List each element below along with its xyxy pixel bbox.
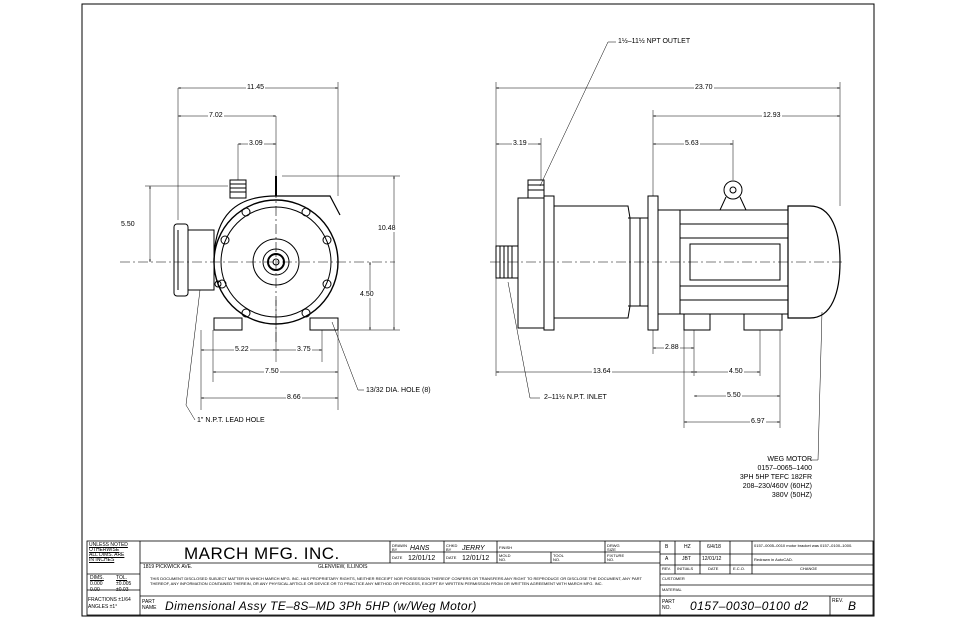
company-address: 1819 PICKWICK AVE. [143, 564, 193, 570]
border-frame [81, 3, 875, 617]
outlet-callout: 1½–11½ NPT OUTLET [618, 38, 691, 45]
drawn-by-label: DRAWN BY [392, 543, 407, 552]
company-city: GLENVIEW, ILLINOIS [318, 564, 368, 570]
dim-11-45: 11.45 [246, 84, 265, 91]
inlet-callout: 2–11½ N.P.T. INLET [544, 394, 607, 401]
title-block-lines [86, 540, 874, 616]
disclaimer: THIS DOCUMENT DISCLOSED SUBJECT MATTER I… [150, 576, 642, 586]
checked-date-label: DATE [446, 555, 457, 560]
dim-3-09: 3.09 [248, 140, 264, 147]
dim-5-50-side: 5.50 [726, 392, 742, 399]
rev-header: REV. [662, 566, 671, 571]
dim-5-50: 5.50 [121, 221, 135, 228]
part-name: Dimensional Assy TE–8S–MD 3Ph 5HP (w/Weg… [165, 599, 477, 613]
rev-label: REV. [832, 598, 844, 604]
customer-label: CUSTOMER [662, 576, 685, 581]
motor-line: 3PH 5HP TEFC 182FR [739, 474, 812, 481]
rev-b-initials: HZ [684, 544, 691, 550]
mold-label: MOLD NO. [499, 553, 511, 562]
rev-header: E.C.O. [733, 566, 746, 571]
tol-header-dims: DIMS. [90, 575, 104, 581]
dim-2-88: 2.88 [664, 344, 680, 351]
company-name: MARCH MFG. INC. [184, 544, 340, 563]
motor-callout: WEG MOTOR 0157–0065–1400 3PH 5HP TEFC 18… [700, 456, 812, 499]
drawn-by: HANS [410, 545, 430, 552]
rev-b: B [665, 544, 669, 550]
tol-row: 0.000 [90, 581, 103, 587]
dim-12-93: 12.93 [762, 112, 782, 119]
side-view [490, 179, 842, 331]
rev-header: CHANGE [800, 566, 818, 571]
tol-note: OTHERWISE [89, 547, 120, 553]
checked-date: 12/01/12 [462, 555, 490, 562]
tol-row: ±0.005 [116, 581, 132, 587]
dim-5-22: 5.22 [234, 346, 250, 353]
rev-b-date: 6/4/18 [707, 544, 721, 550]
tol-note: IN INCHES [89, 557, 115, 563]
motor-line: 380V (50HZ) [771, 492, 812, 499]
fixture-label: FIXTURE NO. [607, 553, 625, 562]
dim-13-64: 13.64 [592, 368, 612, 375]
rev-a-date: 12/01/12 [702, 556, 722, 562]
dim-3-19: 3.19 [512, 140, 528, 147]
rev-header: DATE [708, 566, 719, 571]
tol-note: ALL DIMS. ARE [89, 552, 125, 558]
dim-10-48: 10.48 [378, 225, 396, 232]
motor-line: WEG MOTOR [767, 456, 812, 463]
checked-by-label: CHKD BY [446, 543, 458, 552]
rev-a-change: Redrawn in AutoCAD. [754, 557, 793, 562]
rev-value: B [848, 599, 857, 613]
tol-header-tol: TOL. [116, 575, 128, 581]
part-no: 0157–0030–0100 d2 [690, 599, 809, 613]
dia-hole-callout: 13/32 DIA. HOLE (8) [366, 387, 431, 394]
dim-4-50-front: 4.50 [360, 291, 374, 298]
checked-by: JERRY [462, 545, 485, 552]
dim-7-50: 7.50 [264, 368, 280, 375]
drawn-date: 12/01/12 [408, 555, 436, 562]
tol-row: ±0.03 [116, 587, 129, 593]
dim-8-66: 8.66 [286, 394, 302, 401]
part-name-label: PART NAME [142, 599, 157, 611]
front-view [120, 170, 395, 345]
rev-b-change: 0157–0005–0010 motor bracket was 0157–01… [754, 543, 853, 548]
rev-a-initials: JBT [682, 556, 691, 562]
motor-line: 0157–0065–1400 [757, 465, 812, 472]
drwg-size-label: DRWG SIZE [607, 543, 620, 552]
tool-label: TOOL NO. [553, 553, 564, 562]
dim-7-02: 7.02 [208, 112, 224, 119]
fractions: FRACTIONS ±1/64 [88, 597, 131, 603]
material-label: MATERIAL [662, 587, 682, 592]
tolerance-notes: UNLESS NOTED OTHERWISE ALL DIMS. ARE IN … [89, 543, 139, 563]
dim-23-70: 23.70 [694, 84, 714, 91]
rev-header: INITIALS [677, 566, 694, 571]
drawn-date-label: DATE [392, 555, 403, 560]
finish-label: FINISH [499, 545, 513, 550]
part-no-label: PART NO. [662, 599, 675, 611]
lead-hole-callout: 1" N.P.T. LEAD HOLE [197, 417, 265, 424]
motor-line: 208–230/460V (60HZ) [742, 483, 812, 490]
dim-5-63: 5.63 [684, 140, 700, 147]
dim-4-50-side: 4.50 [728, 368, 744, 375]
dim-6-97: 6.97 [750, 418, 766, 425]
angles: ANGLES ±1° [88, 604, 118, 610]
dim-3-75: 3.75 [296, 346, 312, 353]
rev-a: A [665, 556, 669, 562]
tol-row: 0.00 [90, 587, 100, 593]
tol-note: UNLESS NOTED [89, 542, 128, 548]
